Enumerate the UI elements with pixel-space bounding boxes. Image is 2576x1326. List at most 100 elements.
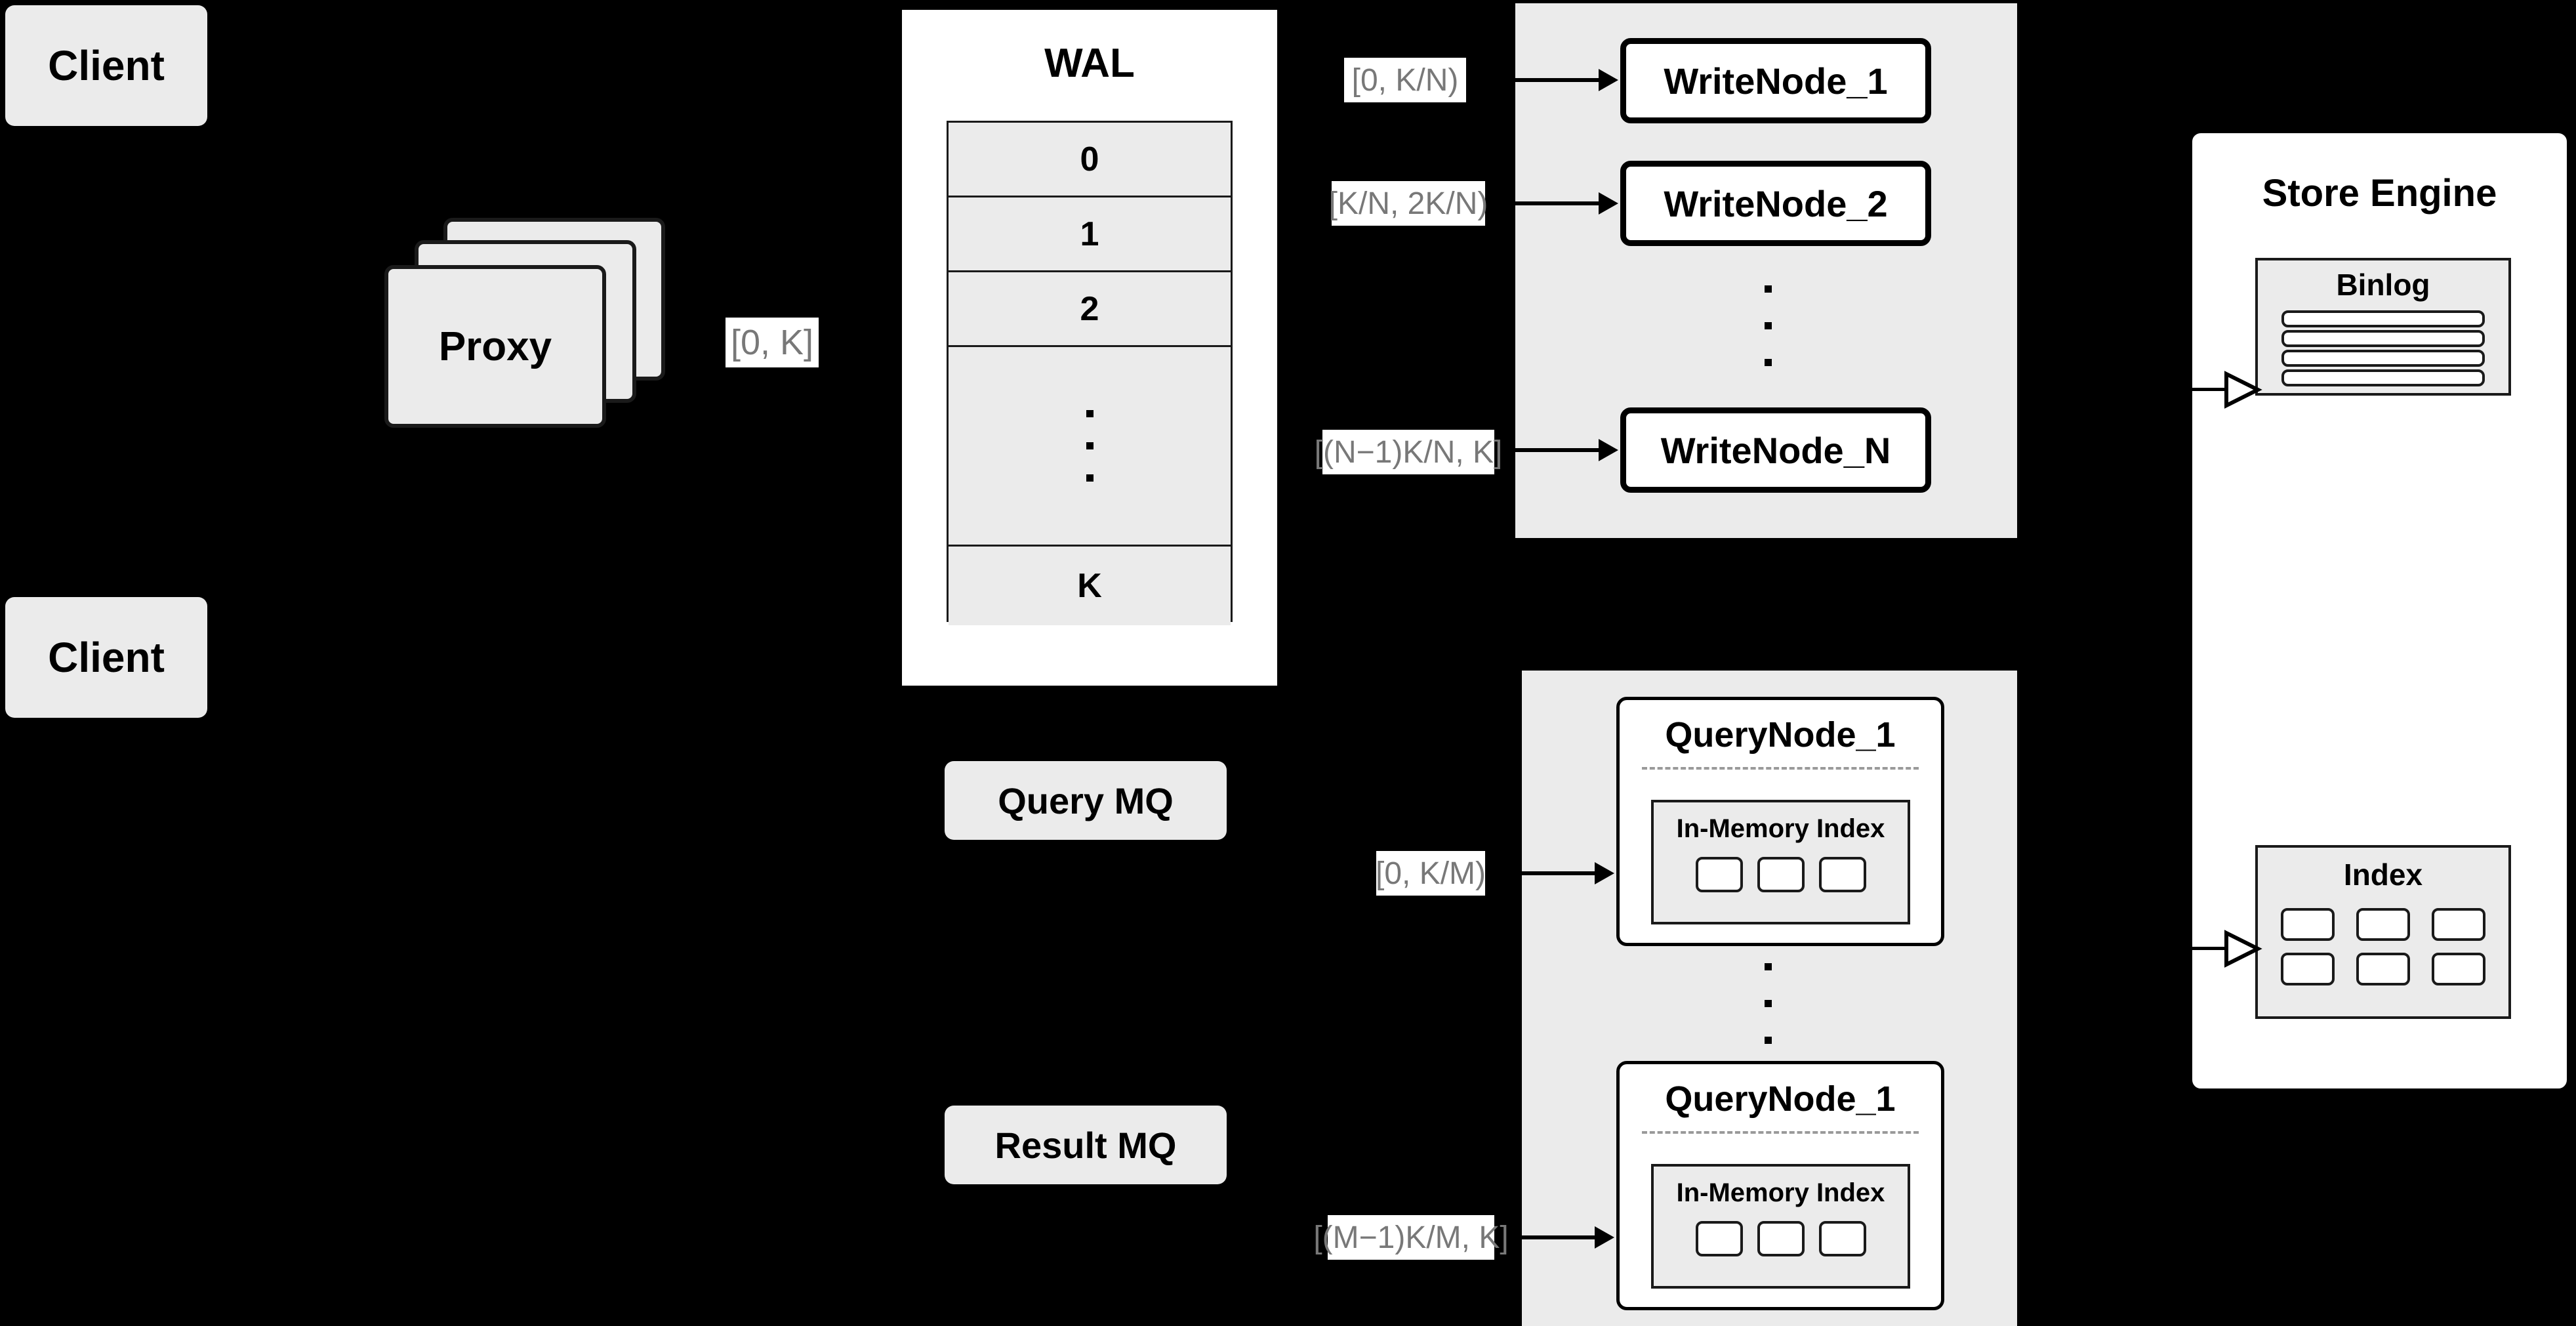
write-node-2[interactable]: WriteNode_2 — [1620, 161, 1931, 246]
query-node-m-arrow-line — [1522, 1235, 1595, 1239]
query-node-1-in-memory-index: In-Memory Index — [1651, 800, 1910, 924]
query-node-m-arrow-head — [1595, 1226, 1614, 1249]
query-node-m[interactable]: QueryNode_1 In-Memory Index — [1616, 1061, 1944, 1310]
query-node-m-index-cells — [1654, 1221, 1908, 1256]
proxy-range-label-text: [0, K] — [730, 323, 814, 362]
query-node-ellipsis — [1765, 963, 1772, 1044]
index-cell[interactable] — [1695, 857, 1743, 892]
wal-row-1[interactable]: 1 — [949, 197, 1231, 272]
client-node-1[interactable]: Client — [5, 5, 207, 126]
write-node-ellipsis — [1765, 285, 1772, 366]
wal-title: WAL — [1044, 41, 1135, 86]
query-node-1-range-label: [0, K/M) — [1375, 851, 1486, 896]
write-node-1-label: WriteNode_1 — [1664, 60, 1888, 102]
store-index-panel: Index — [2255, 845, 2511, 1019]
binlog-row[interactable] — [2281, 369, 2485, 386]
write-node-1-arrow-head — [1599, 69, 1618, 91]
binlog-row[interactable] — [2281, 350, 2485, 367]
ellipsis-dot — [1765, 285, 1772, 293]
query-node-1-label: QueryNode_1 — [1665, 715, 1896, 755]
query-mq-label: Query MQ — [998, 779, 1174, 821]
write-node-1-range-text: [0, K/N) — [1351, 62, 1459, 98]
binlog-row[interactable] — [2281, 310, 2485, 327]
index-cell[interactable] — [2431, 953, 2485, 985]
proxy-range-label: [0, K] — [726, 318, 819, 367]
index-cell[interactable] — [1757, 857, 1805, 892]
write-node-1-arrow-line — [1515, 78, 1599, 82]
store-index-arrow-head-icon — [2224, 930, 2262, 968]
write-node-n-arrow-head — [1599, 439, 1618, 461]
query-node-1-index-cells — [1654, 857, 1908, 892]
result-mq-label: Result MQ — [994, 1124, 1177, 1166]
write-node-1[interactable]: WriteNode_1 — [1620, 38, 1931, 123]
wal-row-0-label: 0 — [1080, 140, 1099, 178]
query-node-m-range-label: [(M−1)K/M, K] — [1313, 1215, 1509, 1260]
write-node-1-range-label: [0, K/N) — [1344, 58, 1466, 102]
store-engine-container: Store Engine Binlog Index — [2188, 129, 2571, 1093]
index-cell[interactable] — [2281, 953, 2335, 985]
ellipsis-dot — [1086, 474, 1094, 482]
ellipsis-dot — [1765, 322, 1772, 329]
index-cell[interactable] — [2431, 908, 2485, 941]
binlog-row[interactable] — [2281, 330, 2485, 347]
wal-rows: 0 1 2 K — [947, 121, 1233, 625]
query-node-1-arrow-line — [1522, 871, 1595, 875]
query-node-1[interactable]: QueryNode_1 In-Memory Index — [1616, 697, 1944, 946]
query-node-1-divider — [1642, 767, 1919, 770]
write-node-2-range-label: [K/N, 2K/N) — [1328, 181, 1488, 226]
wal-row-2-label: 2 — [1080, 289, 1099, 328]
index-cell[interactable] — [1695, 1221, 1743, 1256]
write-node-2-arrow-line — [1515, 201, 1599, 205]
ellipsis-dot — [1765, 1037, 1772, 1044]
write-node-n-arrow-line — [1515, 448, 1599, 452]
index-cell[interactable] — [1757, 1221, 1805, 1256]
query-mq-node[interactable]: Query MQ — [945, 761, 1227, 840]
wal-row-0[interactable]: 0 — [949, 123, 1231, 197]
proxy-node-label: Proxy — [438, 323, 552, 369]
write-node-2-label: WriteNode_2 — [1664, 182, 1888, 224]
wal-row-k[interactable]: K — [949, 547, 1231, 625]
result-mq-node[interactable]: Result MQ — [945, 1106, 1227, 1184]
store-engine-title: Store Engine — [2262, 172, 2497, 215]
query-node-m-range-text: [(M−1)K/M, K] — [1313, 1220, 1509, 1255]
index-cell[interactable] — [1818, 1221, 1866, 1256]
ellipsis-dot — [1086, 442, 1094, 449]
ellipsis-dot — [1765, 1000, 1772, 1007]
wal-row-2[interactable]: 2 — [949, 272, 1231, 347]
store-index-title: Index — [2343, 858, 2423, 892]
client-node-1-label: Client — [48, 42, 165, 89]
ellipsis-dot — [1086, 410, 1094, 417]
query-node-1-arrow-head — [1595, 862, 1614, 884]
write-node-2-arrow-head — [1599, 192, 1618, 215]
ellipsis-dot — [1765, 963, 1772, 970]
write-node-n-label: WriteNode_N — [1660, 429, 1891, 471]
wal-row-1-label: 1 — [1080, 215, 1099, 253]
client-node-2[interactable]: Client — [5, 597, 207, 718]
binlog-arrow-line — [2190, 388, 2228, 391]
proxy-node[interactable]: Proxy — [384, 265, 606, 428]
index-cell[interactable] — [1818, 857, 1866, 892]
query-node-1-in-memory-index-title: In-Memory Index — [1676, 814, 1885, 843]
write-node-2-range-text: [K/N, 2K/N) — [1328, 186, 1488, 221]
index-cell[interactable] — [2281, 908, 2335, 941]
client-node-2-label: Client — [48, 634, 165, 681]
write-node-n-range-label: [(N−1)K/N, K] — [1315, 430, 1502, 474]
binlog-panel: Binlog — [2255, 258, 2511, 396]
query-node-m-divider — [1642, 1131, 1919, 1134]
store-index-grid — [2258, 908, 2508, 985]
ellipsis-dot — [1765, 359, 1772, 366]
index-cell[interactable] — [2356, 953, 2410, 985]
query-node-1-range-text: [0, K/M) — [1375, 856, 1486, 891]
wal-row-ellipsis — [949, 347, 1231, 547]
binlog-title: Binlog — [2336, 268, 2430, 302]
wal-row-k-label: K — [1077, 567, 1102, 605]
write-node-n-range-text: [(N−1)K/N, K] — [1314, 434, 1503, 470]
write-node-n[interactable]: WriteNode_N — [1620, 407, 1931, 493]
index-cell[interactable] — [2356, 908, 2410, 941]
binlog-arrow-head-icon — [2224, 371, 2262, 409]
binlog-rows — [2258, 310, 2508, 386]
query-node-m-in-memory-index: In-Memory Index — [1651, 1164, 1910, 1289]
query-node-m-in-memory-index-title: In-Memory Index — [1676, 1178, 1885, 1207]
query-node-m-label: QueryNode_1 — [1665, 1079, 1896, 1119]
